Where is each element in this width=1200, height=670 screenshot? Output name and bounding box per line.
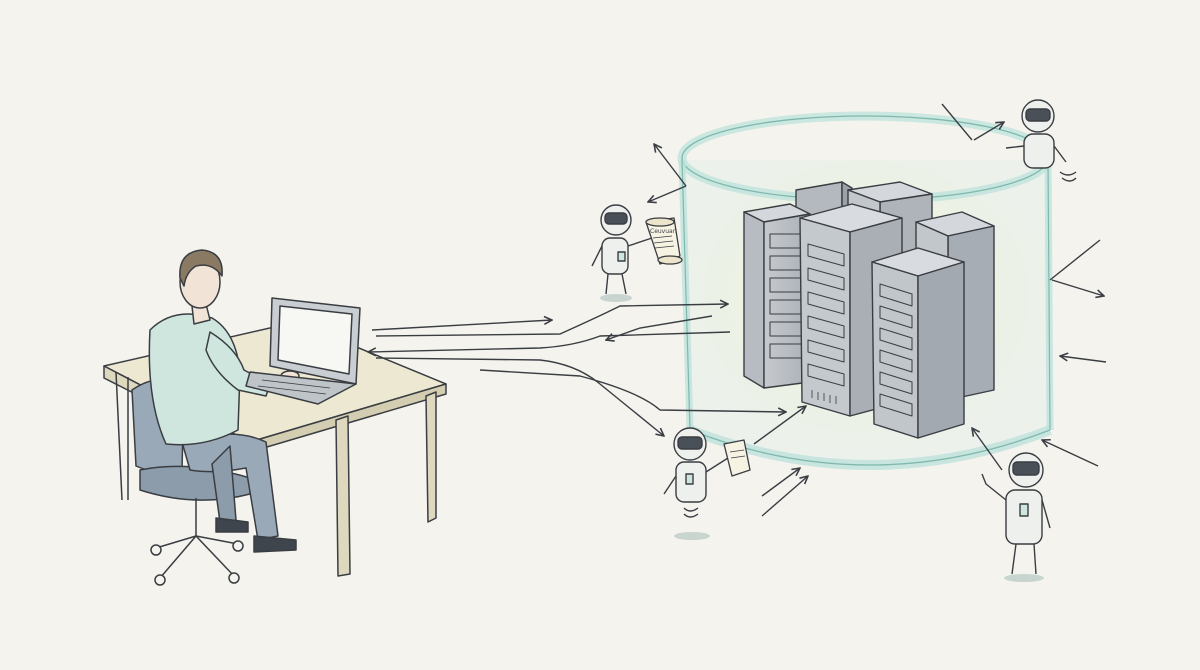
scroll-label: Ceuvuan xyxy=(650,228,677,235)
scroll-icon xyxy=(723,439,751,477)
robot-icon xyxy=(1005,99,1077,182)
robot-arrows xyxy=(648,144,687,202)
robot-icon xyxy=(663,427,729,540)
server-racks xyxy=(743,181,995,439)
server-rack-icon xyxy=(871,247,965,439)
scroll-icon: Ceuvuan xyxy=(645,217,683,265)
robot-arrows xyxy=(761,468,808,517)
laptop-icon xyxy=(245,297,361,405)
robot-icon xyxy=(591,204,653,302)
server-rack-icon xyxy=(743,203,811,389)
robot-icon xyxy=(981,452,1051,582)
data-flow-arrows xyxy=(368,304,806,445)
incoming-arrows xyxy=(941,103,1107,471)
